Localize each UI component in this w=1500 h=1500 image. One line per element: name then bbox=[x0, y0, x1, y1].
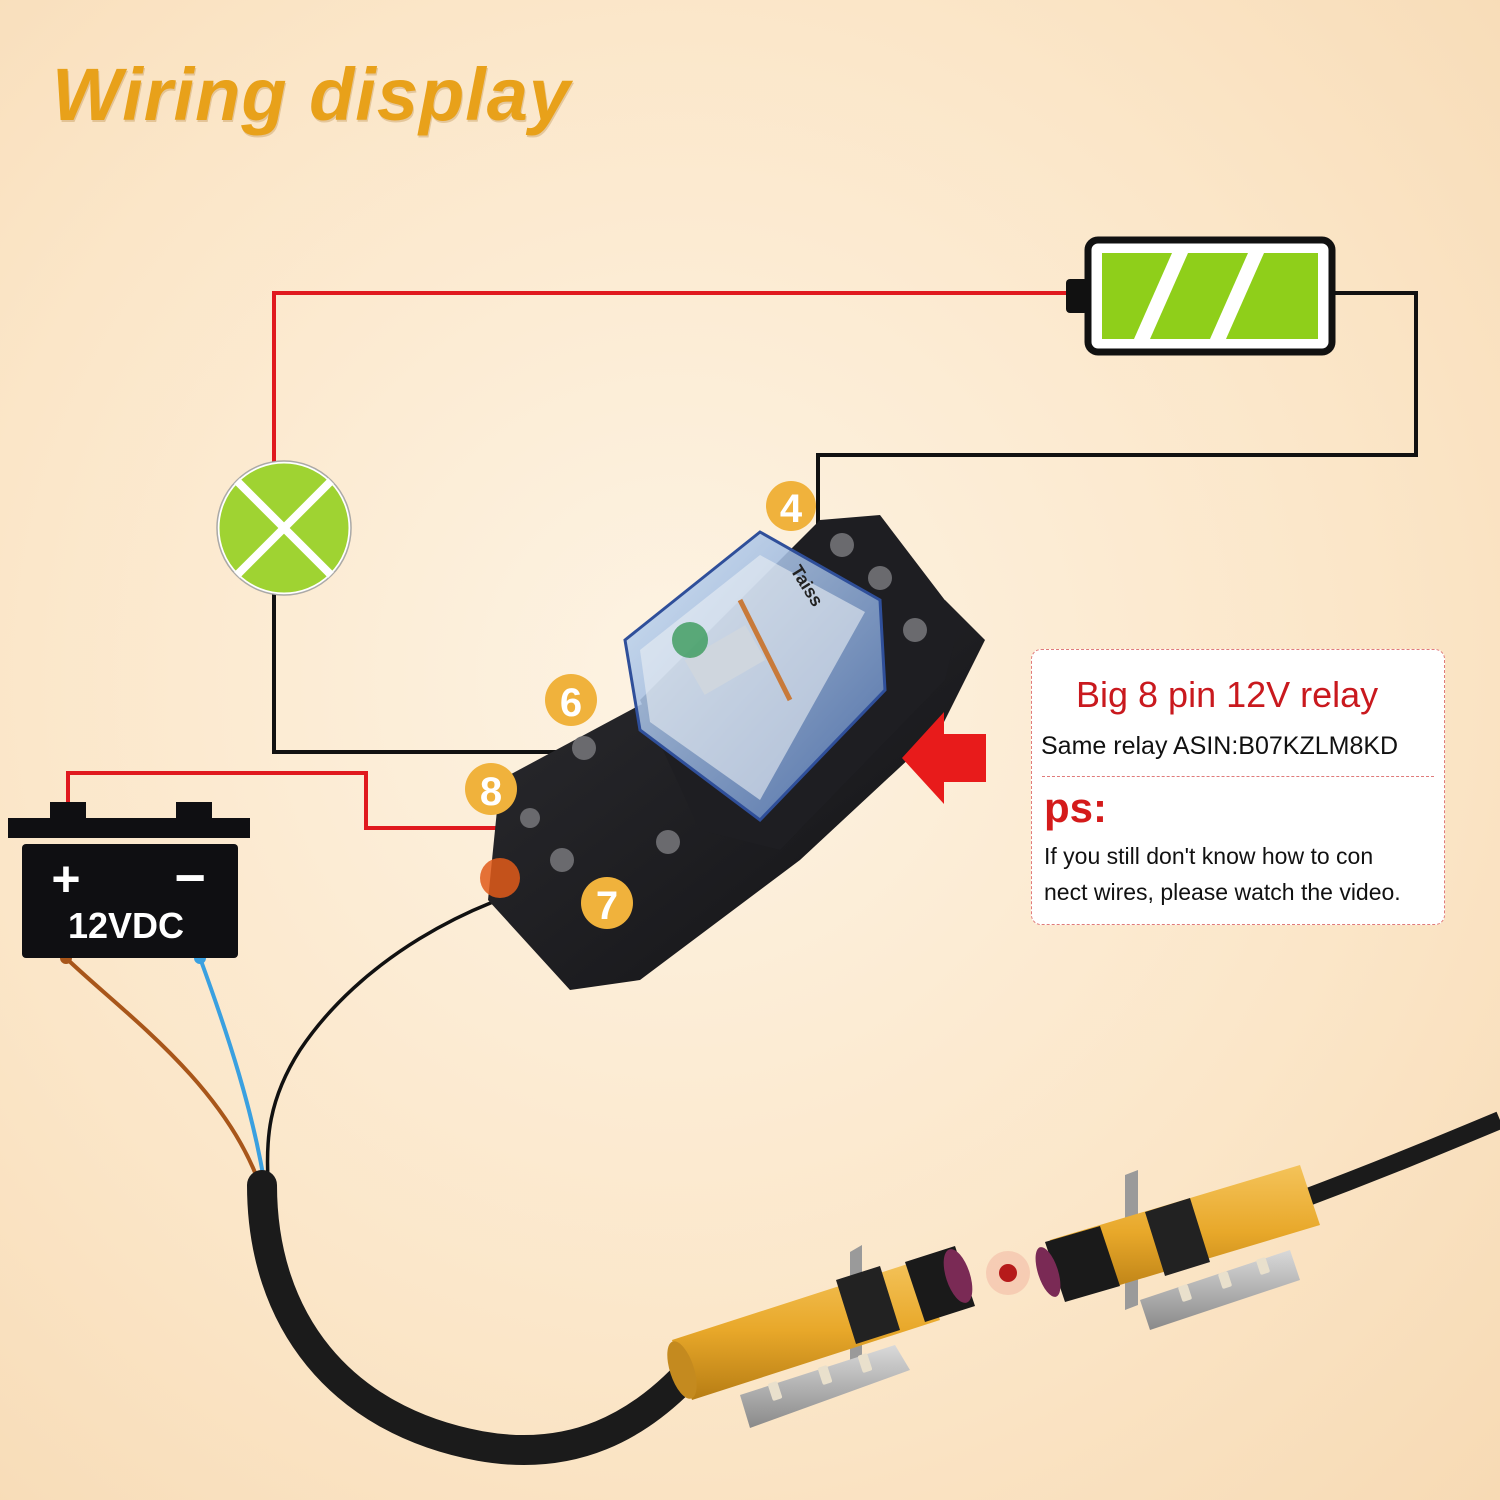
info-box-divider bbox=[1042, 776, 1434, 777]
pin-6-label: 6 bbox=[560, 681, 582, 725]
battery-indicator-icon bbox=[1066, 236, 1336, 356]
pin-7-label: 7 bbox=[596, 884, 618, 928]
emitter-cable bbox=[1296, 1111, 1500, 1209]
battery-voltage-label: 12VDC bbox=[68, 905, 184, 946]
blue-wire bbox=[198, 957, 266, 1181]
red-wire-12v-to-pin8 bbox=[66, 771, 515, 830]
battery-plus-sign: + bbox=[51, 851, 80, 907]
info-box-note-line-1: If you still don't know how to con bbox=[1044, 843, 1374, 869]
pin-6-badge: 6 bbox=[545, 674, 597, 726]
red-wire-load bbox=[272, 291, 1072, 462]
pin-4-badge: 4 bbox=[766, 481, 816, 531]
pin-8-label: 8 bbox=[480, 770, 502, 814]
black-wire-load bbox=[272, 592, 578, 754]
pin-8-badge: 8 bbox=[465, 763, 517, 815]
lamp-icon bbox=[216, 460, 352, 596]
sensor-image bbox=[667, 1165, 1320, 1428]
pin-4-label: 4 bbox=[780, 487, 803, 531]
black-wire-battery-to-pin4 bbox=[816, 291, 1418, 530]
car-battery-icon: + − 12VDC bbox=[8, 802, 250, 958]
info-box-title: Big 8 pin 12V relay bbox=[1076, 674, 1379, 715]
sensor-cable bbox=[247, 1170, 715, 1466]
info-box-asin: Same relay ASIN:B07KZLM8KD bbox=[1041, 732, 1399, 760]
info-box-note-line-2: nect wires, please watch the video. bbox=[1044, 879, 1401, 905]
battery-minus-sign: − bbox=[174, 848, 206, 908]
brown-wire bbox=[64, 956, 260, 1181]
relay-info-box: Big 8 pin 12V relay Same relay ASIN:B07K… bbox=[1031, 649, 1445, 925]
pin-7-badge: 7 bbox=[581, 877, 633, 929]
red-arrow-icon bbox=[902, 712, 986, 804]
page-title: Wiring display bbox=[52, 53, 572, 136]
info-box-ps: ps: bbox=[1044, 784, 1107, 831]
